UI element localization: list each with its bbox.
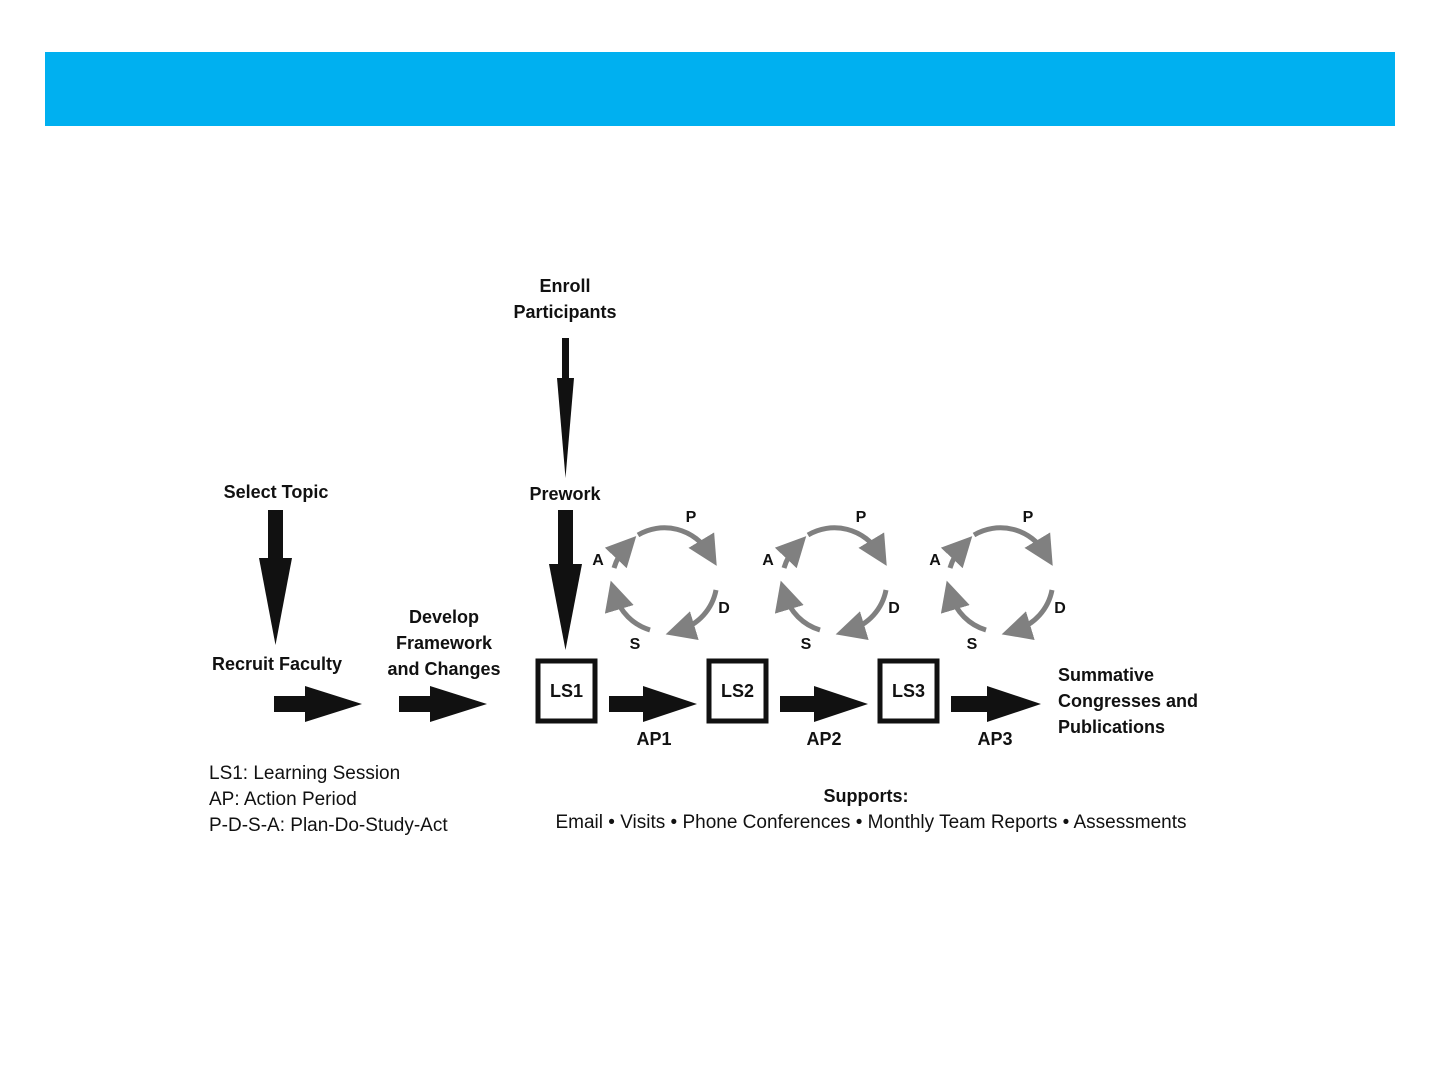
- pdsa-cycle-3: P D S A: [929, 509, 1066, 653]
- supports-title: Supports:: [824, 786, 909, 806]
- ls3-label: LS3: [892, 681, 925, 701]
- ap2-label: AP2: [806, 729, 841, 749]
- prework-label: Prework: [529, 484, 601, 504]
- pdsa-2-a-label: A: [762, 552, 774, 569]
- legend: LS1: Learning Session AP: Action Period …: [209, 763, 448, 836]
- prework-arrow-icon: [549, 510, 582, 650]
- ls2-to-ls3-arrow-icon: [780, 686, 868, 722]
- summative-label-line1: Summative: [1058, 665, 1154, 685]
- legend-item: P-D-S-A: Plan-Do-Study-Act: [209, 815, 448, 836]
- pdsa-1-s-label: S: [630, 636, 641, 653]
- header-banner: [45, 52, 1395, 126]
- pdsa-1-a-label: A: [592, 552, 604, 569]
- pdsa-cycle-2: P D S A: [762, 509, 900, 653]
- pdsa-1-p-label: P: [686, 509, 697, 526]
- legend-item: AP: Action Period: [209, 789, 357, 810]
- pdsa-1-d-label: D: [718, 600, 730, 617]
- enroll-label-line2: Participants: [513, 302, 616, 322]
- pdsa-cycle-2-arrows-icon: [774, 525, 889, 640]
- select-topic-arrow-icon: [259, 510, 292, 645]
- develop-label-line2: Framework: [396, 633, 493, 653]
- pdsa-2-s-label: S: [801, 636, 812, 653]
- ap3-label: AP3: [977, 729, 1012, 749]
- learning-session-ls2: LS2: [706, 658, 769, 724]
- pdsa-3-s-label: S: [967, 636, 978, 653]
- develop-label-line1: Develop: [409, 607, 479, 627]
- pdsa-cycle-1: P D S A: [592, 509, 730, 653]
- develop-to-ls1-arrow-icon: [399, 686, 487, 722]
- pdsa-2-p-label: P: [856, 509, 867, 526]
- pdsa-3-a-label: A: [929, 552, 941, 569]
- summative-label-line3: Publications: [1058, 717, 1165, 737]
- legend-item: LS1: Learning Session: [209, 763, 400, 784]
- ap1-label: AP1: [636, 729, 671, 749]
- summative-label-line2: Congresses and: [1058, 691, 1198, 711]
- select-topic-label: Select Topic: [224, 482, 329, 502]
- pdsa-cycle-3-arrows-icon: [940, 525, 1055, 640]
- recruit-to-develop-arrow-icon: [274, 686, 362, 722]
- ls2-label: LS2: [721, 681, 754, 701]
- pdsa-3-p-label: P: [1023, 509, 1034, 526]
- pdsa-cycle-1-arrows-icon: [604, 525, 719, 640]
- pdsa-2-d-label: D: [888, 600, 900, 617]
- ls1-label: LS1: [550, 681, 583, 701]
- ls3-to-summative-arrow-icon: [951, 686, 1041, 722]
- learning-session-ls1: LS1: [535, 658, 598, 724]
- enroll-label-line1: Enroll: [539, 276, 590, 296]
- learning-session-ls3: LS3: [877, 658, 940, 724]
- develop-label-line3: and Changes: [387, 659, 500, 679]
- recruit-faculty-label: Recruit Faculty: [212, 654, 342, 674]
- ls1-to-ls2-arrow-icon: [609, 686, 697, 722]
- pdsa-3-d-label: D: [1054, 600, 1066, 617]
- enroll-arrow-icon: [557, 338, 574, 478]
- supports-items: Email • Visits • Phone Conferences • Mon…: [555, 812, 1186, 833]
